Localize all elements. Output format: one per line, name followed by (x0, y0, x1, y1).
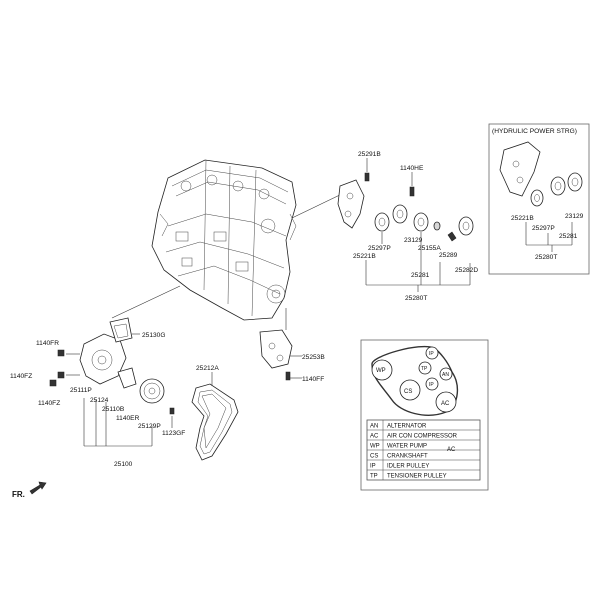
callout-25280T: 25280T (535, 254, 557, 261)
legend-code: TP (370, 474, 378, 480)
callout-25253B: 25253B (302, 354, 325, 361)
legend-code: AC (370, 434, 379, 440)
callout-25124: 25124 (90, 397, 109, 404)
callout-25100: 25100 (114, 461, 133, 468)
callout-25110B: 25110B (102, 406, 125, 413)
legend-stray-label: AC (447, 447, 456, 453)
legend-code: AN (370, 424, 378, 430)
callout-25280T: 25280T (405, 295, 427, 302)
callout-1140HE: 1140HE (400, 165, 424, 172)
front-arrow-icon (29, 481, 47, 495)
callout-25155A: 25155A (418, 245, 441, 252)
callout-23129: 23129 (404, 237, 423, 244)
pulley-labels: WP IP TP AN CS IP AC (376, 351, 450, 407)
legend-desc: IDLER PULLEY (387, 464, 429, 470)
callout-25289: 25289 (439, 252, 458, 259)
hydraulic-bracket-group (499, 141, 583, 207)
legend-desc: ALTERNATOR (387, 424, 427, 430)
drive-belt (191, 383, 239, 461)
callout-1140FZ: 1140FZ (10, 373, 32, 380)
callout-1140FZ: 1140FZ (38, 400, 60, 407)
callout-25297P: 25297P (368, 245, 391, 252)
part-callouts: 25291B 1140HE 25297P 25155A 23129 25289 … (10, 151, 478, 468)
legend-desc: AIR CON COMPRESSOR (387, 434, 458, 440)
pulley-label: AN (442, 372, 449, 378)
engine-block (151, 159, 297, 321)
callout-25130G: 25130G (142, 332, 165, 339)
callout-25297P: 25297P (532, 225, 555, 232)
upper-bracket-group (337, 172, 474, 242)
pulley-label: CS (404, 389, 412, 395)
callout-1140FF: 1140FF (302, 376, 324, 383)
legend-desc: TENSIONER PULLEY (387, 474, 447, 480)
callout-1140FR: 1140FR (36, 340, 59, 347)
callout-1123GF: 1123GF (162, 430, 185, 437)
callout-23129: 23129 (565, 213, 584, 220)
legend-code: CS (370, 454, 378, 460)
pulley-label: WP (376, 368, 386, 374)
callout-25212A: 25212A (196, 365, 219, 372)
legend-code: IP (370, 464, 376, 470)
callout-25129P: 25129P (138, 423, 161, 430)
callout-25221B: 25221B (353, 253, 376, 260)
callout-25282D: 25282D (455, 267, 478, 274)
callout-25291B: 25291B (358, 151, 381, 158)
legend-desc: WATER PUMP (387, 444, 427, 450)
callout-25221B: 25221B (511, 215, 534, 222)
legend-table: AN ALTERNATOR AC AIR CON COMPRESSOR WP W… (366, 419, 481, 481)
pulley-label: TP (421, 366, 428, 372)
legend-desc: CRANKSHAFT (387, 454, 428, 460)
hydraulic-box-title: (HYDRULIC POWER STRG) (492, 128, 577, 135)
front-direction-indicator: FR. (12, 481, 47, 499)
callout-25111P: 25111P (70, 387, 92, 394)
pulley-label: IP (429, 351, 434, 357)
callout-25281: 25281 (411, 272, 430, 279)
legend-code: WP (370, 444, 380, 450)
pulley-label: IP (429, 382, 434, 388)
callout-1140ER: 1140ER (116, 415, 140, 422)
belt-routing-diagram (371, 345, 459, 416)
front-label: FR. (12, 490, 25, 499)
lower-bracket (259, 329, 293, 381)
callout-25281: 25281 (559, 233, 578, 240)
water-pump-group (49, 317, 175, 415)
pulley-label: AC (441, 401, 450, 407)
hydraulic-callouts: (HYDRULIC POWER STRG) 25221B 23129 25297… (492, 128, 584, 261)
